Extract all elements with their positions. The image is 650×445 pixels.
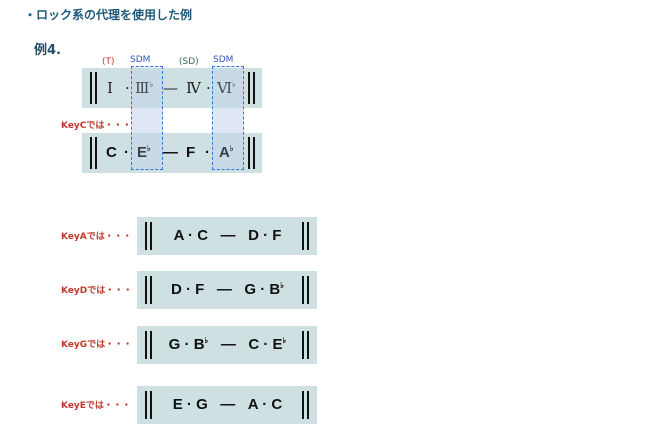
barline-start-1a: [90, 72, 92, 104]
barline-end: [300, 391, 309, 419]
progression-key-d: D · F — G · B♭: [137, 271, 317, 309]
roman-chord-3: Ⅳ: [186, 79, 201, 97]
keyc-dot-2: ·: [205, 144, 210, 161]
barline-start: [145, 331, 154, 359]
keyc-dot-1: ·: [124, 144, 129, 161]
barline-end: [300, 222, 309, 250]
function-label-sdm-2: SDM: [213, 55, 234, 65]
keyc-chord-2: E♭: [137, 144, 151, 161]
barline-start: [145, 276, 154, 304]
keyc-chord-3: F: [186, 144, 196, 161]
barline-end-1a: [248, 72, 250, 104]
barline-end: [300, 276, 309, 304]
function-label-sdm-1: SDM: [130, 55, 151, 65]
roman-dash: —: [163, 79, 178, 97]
keyc-label: KeyCでは・・・: [61, 121, 132, 131]
chord-sequence: D · F — G · B♭: [170, 281, 285, 298]
barline-start-2a: [90, 137, 92, 169]
example-label: 例4.: [34, 43, 61, 58]
barline-start-1b: [95, 72, 97, 104]
keyc-chord-row: [82, 133, 262, 173]
progression-key-g: G · B♭ — C · E♭: [137, 326, 317, 364]
chord-sequence: G · B♭ — C · E♭: [168, 336, 287, 353]
barline-end: [300, 331, 309, 359]
chord-sequence: A · C — D · F: [173, 227, 282, 244]
section-heading: ・ロック系の代理を使用した例: [24, 8, 193, 22]
keyc-chord-4: A♭: [219, 144, 234, 161]
roman-dot-1: ·: [125, 79, 130, 97]
function-label-subdominant: (SD): [179, 57, 199, 67]
highlight-gap-1: [132, 108, 162, 133]
barline-start: [145, 391, 154, 419]
sdm-highlight-box-1: [131, 66, 163, 170]
progression-key-e: E · G — A · C: [137, 386, 317, 424]
roman-chord-2: Ⅲ♭: [135, 79, 154, 97]
keyc-chord-1: C: [106, 144, 117, 161]
keyc-dash: —: [163, 144, 178, 161]
barline-start-2b: [95, 137, 97, 169]
chord-sequence: E · G — A · C: [172, 396, 283, 413]
roman-numeral-row: [82, 68, 262, 108]
barline-end-2b: [253, 137, 255, 169]
key-label-d: KeyDでは・・・: [61, 286, 133, 296]
roman-chord-1: Ⅰ: [107, 79, 113, 97]
key-label-a: KeyAでは・・・: [61, 232, 132, 242]
function-label-tonic: (T): [102, 57, 115, 67]
barline-start: [145, 222, 154, 250]
roman-chord-4: Ⅵ♭: [217, 79, 236, 97]
key-label-e: KeyEでは・・・: [61, 401, 131, 411]
progression-key-a: A · C — D · F: [137, 217, 317, 255]
key-label-g: KeyGでは・・・: [61, 340, 133, 350]
highlight-gap-2: [213, 108, 243, 133]
barline-end-2a: [248, 137, 250, 169]
sdm-highlight-box-2: [212, 66, 244, 170]
roman-dot-2: ·: [206, 79, 211, 97]
barline-end-1b: [253, 72, 255, 104]
